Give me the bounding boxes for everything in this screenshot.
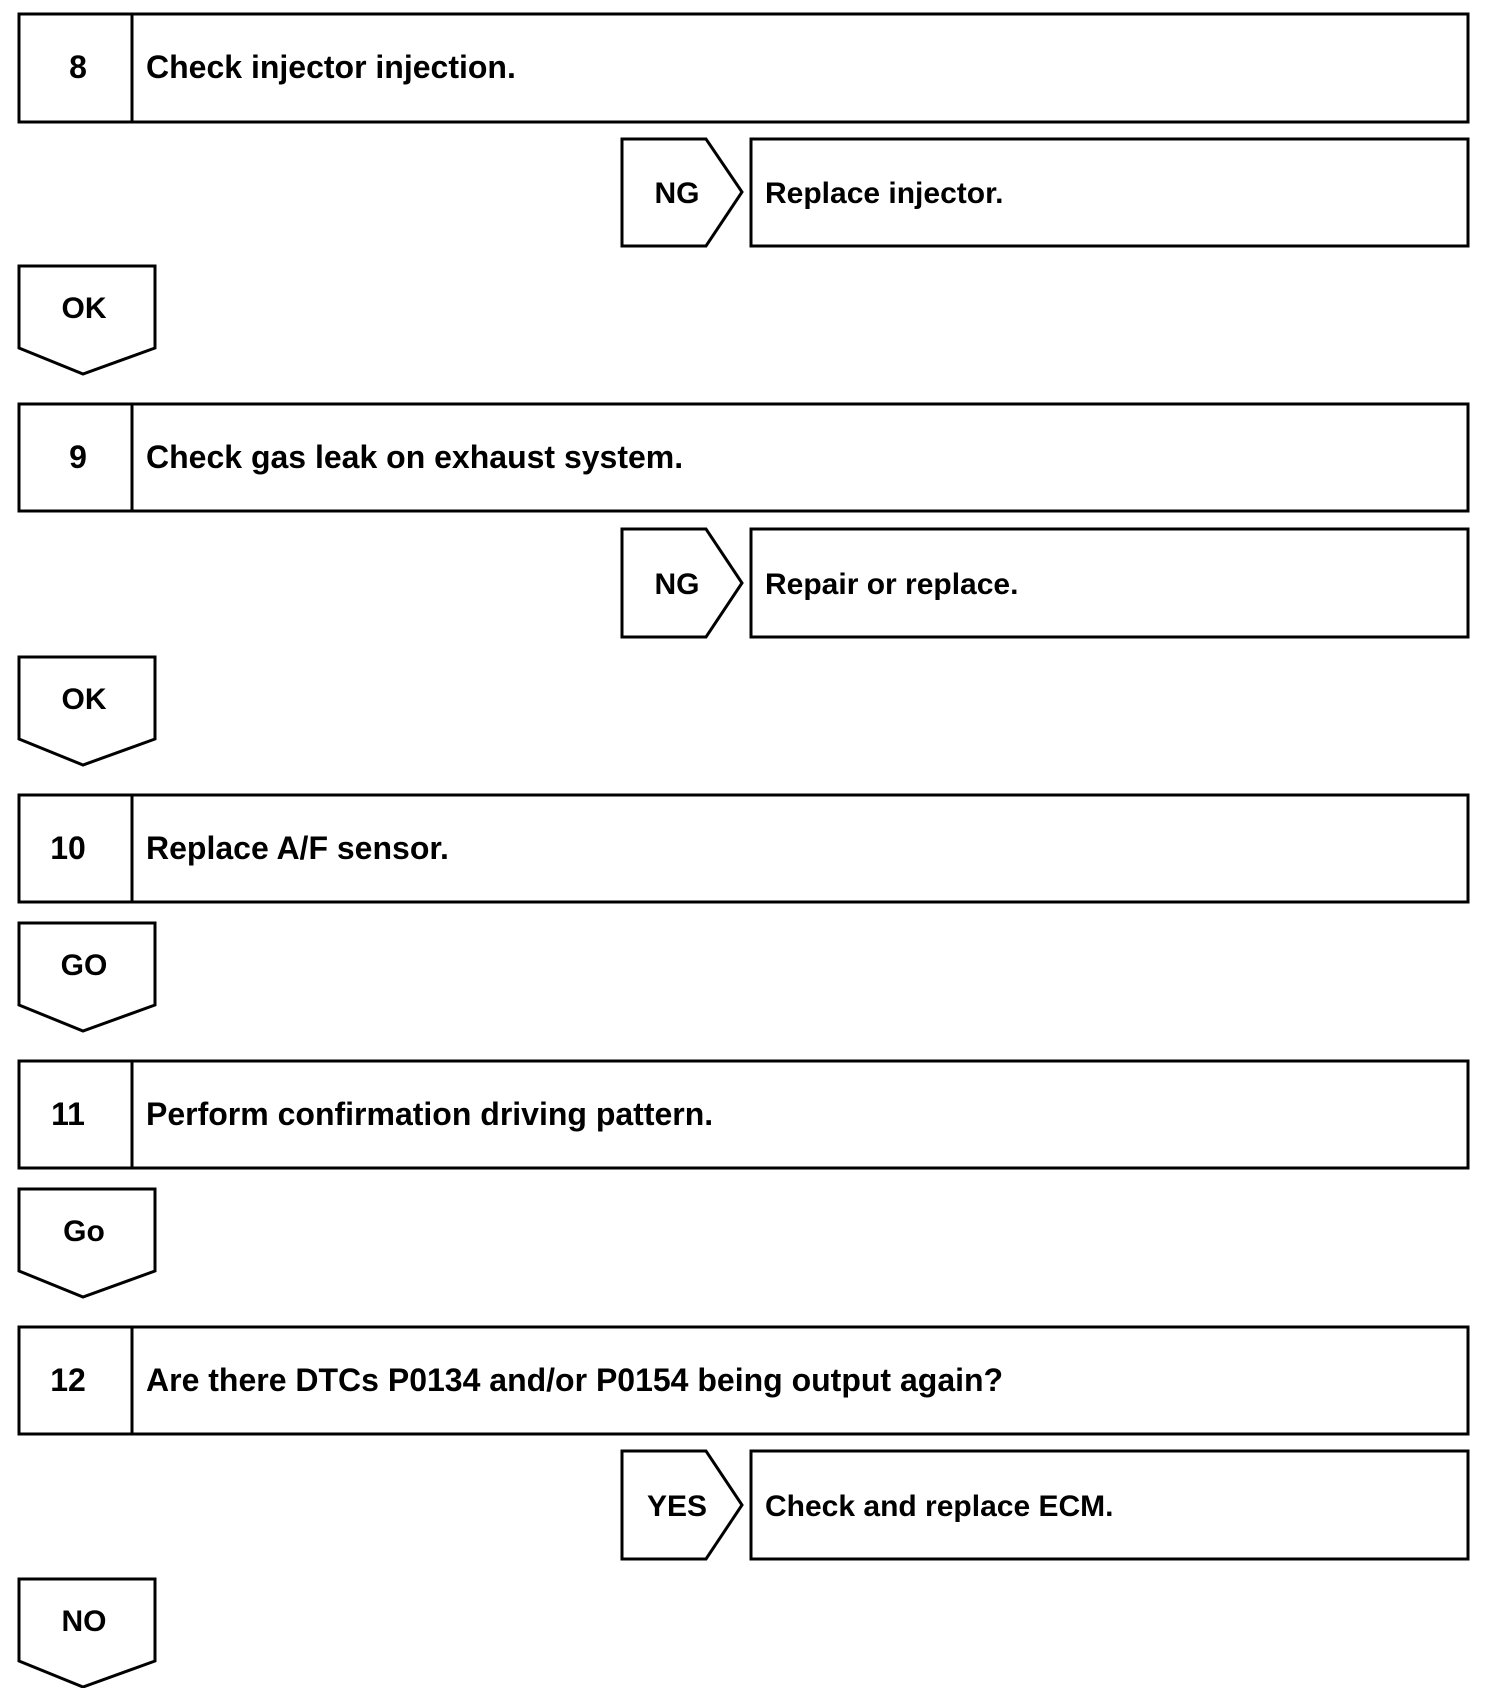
step-11-number: 11 xyxy=(51,1096,85,1132)
branch-2-tag xyxy=(620,527,744,639)
step-11-box xyxy=(17,1059,1470,1170)
step-10-box xyxy=(17,793,1470,904)
step-11: 11 Perform confirmation driving pattern. xyxy=(17,1059,1470,1170)
continue-5-label: NO xyxy=(62,1605,107,1638)
step-9-number: 9 xyxy=(69,439,87,475)
step-10-text: Replace A/F sensor. xyxy=(146,830,449,866)
step-12-box xyxy=(17,1325,1470,1436)
step-10-number: 10 xyxy=(50,830,86,866)
branch-1-label: NG xyxy=(655,177,700,210)
branch-2-text: Repair or replace. xyxy=(765,568,1018,601)
branch-3-box xyxy=(749,1449,1470,1561)
branch-2-box xyxy=(749,527,1470,639)
continue-4: Go xyxy=(17,1187,157,1299)
step-12-number: 12 xyxy=(50,1362,86,1398)
step-8: 8 Check injector injection. xyxy=(17,12,1470,124)
continue-1-label: OK xyxy=(62,292,107,325)
step-12-text: Are there DTCs P0134 and/or P0154 being … xyxy=(146,1362,1003,1398)
continue-4-label: Go xyxy=(63,1215,105,1248)
step-8-text: Check injector injection. xyxy=(146,49,516,85)
branch-3-text: Check and replace ECM. xyxy=(765,1490,1113,1523)
step-11-text: Perform confirmation driving pattern. xyxy=(146,1096,713,1132)
continue-5-tag xyxy=(17,1577,157,1688)
branch-3-label: YES xyxy=(647,1490,707,1523)
step-9: 9 Check gas leak on exhaust system. xyxy=(17,402,1470,513)
branch-2: NG Repair or replace. xyxy=(620,527,1470,639)
continue-3: GO xyxy=(17,921,157,1033)
step-12: 12 Are there DTCs P0134 and/or P0154 bei… xyxy=(17,1325,1470,1436)
continue-4-tag xyxy=(17,1187,157,1299)
step-9-box xyxy=(17,402,1470,513)
step-10: 10 Replace A/F sensor. xyxy=(17,793,1470,904)
branch-1: NG Replace injector. xyxy=(620,137,1470,248)
step-8-number: 8 xyxy=(69,49,87,85)
continue-5: NO xyxy=(17,1577,157,1688)
continue-1: OK xyxy=(17,264,157,376)
continue-2-label: OK xyxy=(62,683,107,716)
continue-2-tag xyxy=(17,655,157,767)
branch-3: YES Check and replace ECM. xyxy=(620,1449,1470,1561)
step-9-text: Check gas leak on exhaust system. xyxy=(146,439,683,475)
branch-1-tag xyxy=(620,137,744,248)
continue-1-tag xyxy=(17,264,157,376)
branch-1-text: Replace injector. xyxy=(765,177,1003,210)
branch-3-tag xyxy=(620,1449,744,1561)
continue-3-tag xyxy=(17,921,157,1033)
continue-2: OK xyxy=(17,655,157,767)
continue-3-label: GO xyxy=(61,949,108,982)
branch-1-box xyxy=(749,137,1470,248)
step-8-box xyxy=(17,12,1470,124)
branch-2-label: NG xyxy=(655,568,700,601)
